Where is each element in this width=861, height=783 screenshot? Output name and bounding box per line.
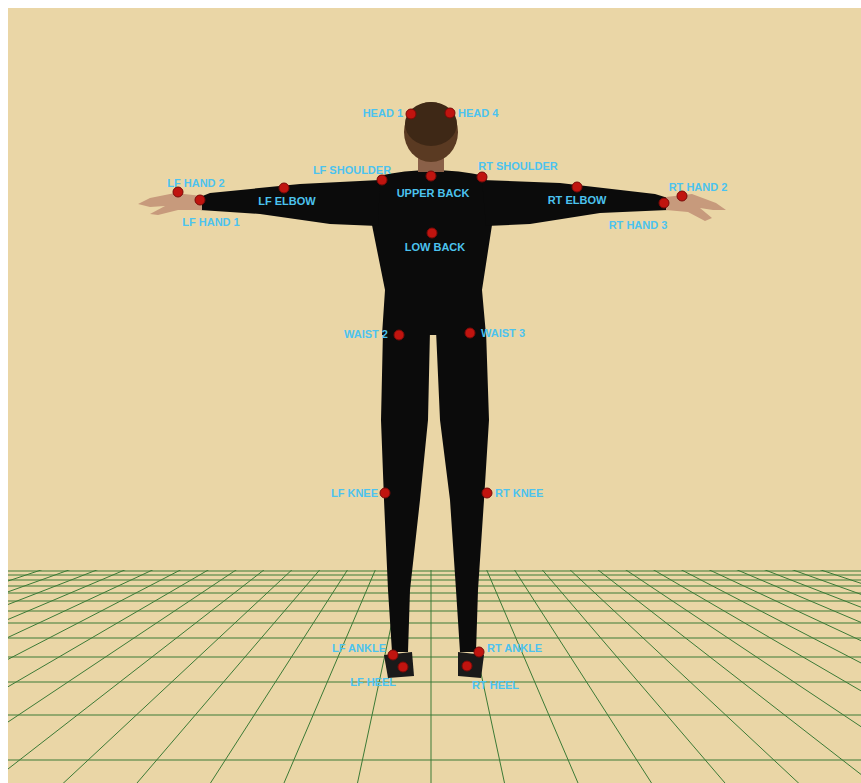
- grid-line: [8, 623, 861, 624]
- marker-label: RT HEEL: [472, 679, 519, 692]
- marker-label: WAIST 2: [344, 328, 388, 341]
- grid-line: [431, 570, 581, 783]
- marker-label: HEAD 4: [458, 107, 498, 120]
- marker-label: LF KNEE: [331, 487, 378, 500]
- grid-line: [431, 570, 861, 783]
- grid-line: [431, 570, 861, 783]
- grid-line: [431, 570, 861, 783]
- marker-label: LF ANKLE: [332, 642, 386, 655]
- marker-label: RT ELBOW: [548, 194, 607, 207]
- grid-line: [8, 570, 431, 783]
- marker-label: RT HAND 2: [669, 181, 728, 194]
- marker-label: LF SHOULDER: [313, 164, 391, 177]
- grid-line: [8, 570, 431, 783]
- grid-line: [431, 570, 861, 783]
- grid-line: [8, 657, 861, 658]
- marker-label: LF ELBOW: [258, 195, 315, 208]
- grid-line: [8, 611, 861, 612]
- marker-label: LF HEEL: [350, 676, 396, 689]
- marker-label: WAIST 3: [481, 327, 525, 340]
- marker-label: RT HAND 3: [609, 219, 668, 232]
- grid-line: [8, 601, 861, 602]
- marker-label: RT SHOULDER: [478, 160, 557, 173]
- grid-line: [8, 570, 431, 783]
- grid-line: [8, 570, 431, 783]
- grid-line: [8, 570, 431, 783]
- grid-line: [431, 570, 861, 783]
- grid-line: [8, 638, 861, 639]
- right-leg: [436, 330, 489, 652]
- grid-line: [8, 571, 861, 572]
- grid-line: [431, 570, 861, 783]
- grid-line: [8, 682, 861, 683]
- grid-line: [131, 570, 431, 783]
- background: [8, 8, 861, 783]
- floor-grid: [8, 570, 861, 783]
- hair: [405, 102, 457, 146]
- grid-line: [8, 760, 861, 761]
- torso: [372, 170, 492, 335]
- grid-line: [8, 575, 861, 576]
- left-leg: [381, 330, 430, 652]
- grid-line: [8, 586, 861, 587]
- grid-line: [431, 570, 861, 783]
- grid-line: [8, 570, 431, 783]
- marker-label: LF HAND 1: [182, 216, 239, 229]
- marker-label: LOW BACK: [405, 241, 466, 254]
- marker-label: RT KNEE: [495, 487, 543, 500]
- grid-line: [8, 580, 861, 581]
- marker-label: HEAD 1: [363, 107, 403, 120]
- marker-dots: [173, 108, 687, 672]
- grid-line: [8, 570, 431, 783]
- head: [404, 102, 458, 162]
- grid-line: [8, 570, 431, 783]
- grid-line: [431, 570, 432, 783]
- grid-line: [431, 570, 861, 783]
- grid-line: [431, 570, 806, 783]
- marker-label: LF HAND 2: [167, 177, 224, 190]
- right-hand: [666, 194, 726, 221]
- grid-line: [431, 570, 861, 783]
- marker-label: UPPER BACK: [397, 187, 470, 200]
- marker-label: RT ANKLE: [487, 642, 542, 655]
- grid-line: [8, 570, 431, 783]
- grid-line: [56, 570, 431, 783]
- left-hand: [138, 193, 202, 215]
